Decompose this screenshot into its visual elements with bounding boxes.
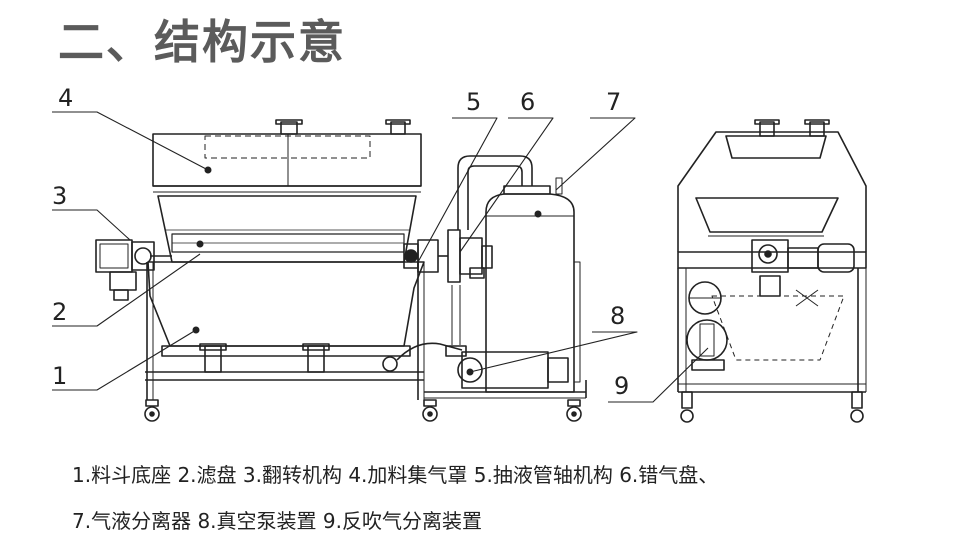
callout-labels: 4 3 2 1 5 6 7 8 9 — [52, 84, 629, 400]
callout-8: 8 — [610, 302, 625, 330]
callout-1: 1 — [52, 362, 67, 390]
suction-shaft-mechanism — [403, 239, 448, 273]
page-title: 二、结构示意 — [58, 15, 346, 69]
filter-tank — [157, 195, 417, 263]
vacuum-pump — [424, 345, 587, 399]
callout-6: 6 — [520, 88, 535, 116]
air-distribution-disc — [447, 229, 493, 283]
callout-7: 7 — [606, 88, 621, 116]
gas-liquid-separator — [485, 177, 581, 393]
legend-line-2: 7.气液分离器 8.真空泵装置 9.反吹气分离装置 — [72, 509, 482, 533]
front-casters — [144, 399, 582, 422]
hopper-base — [145, 261, 463, 400]
callout-4: 4 — [58, 84, 73, 112]
callout-3: 3 — [52, 182, 67, 210]
feed-hood — [152, 119, 422, 193]
callout-5: 5 — [466, 88, 481, 116]
leader-lines — [52, 111, 709, 403]
legend-line-1: 1.料斗底座 2.滤盘 3.翻转机构 4.加料集气罩 5.抽液管轴机构 6.错气… — [72, 463, 719, 487]
leader-dots — [192, 166, 542, 376]
side-view — [677, 119, 867, 423]
callout-2: 2 — [52, 298, 67, 326]
turning-mechanism — [95, 239, 172, 301]
callout-9: 9 — [614, 372, 629, 400]
